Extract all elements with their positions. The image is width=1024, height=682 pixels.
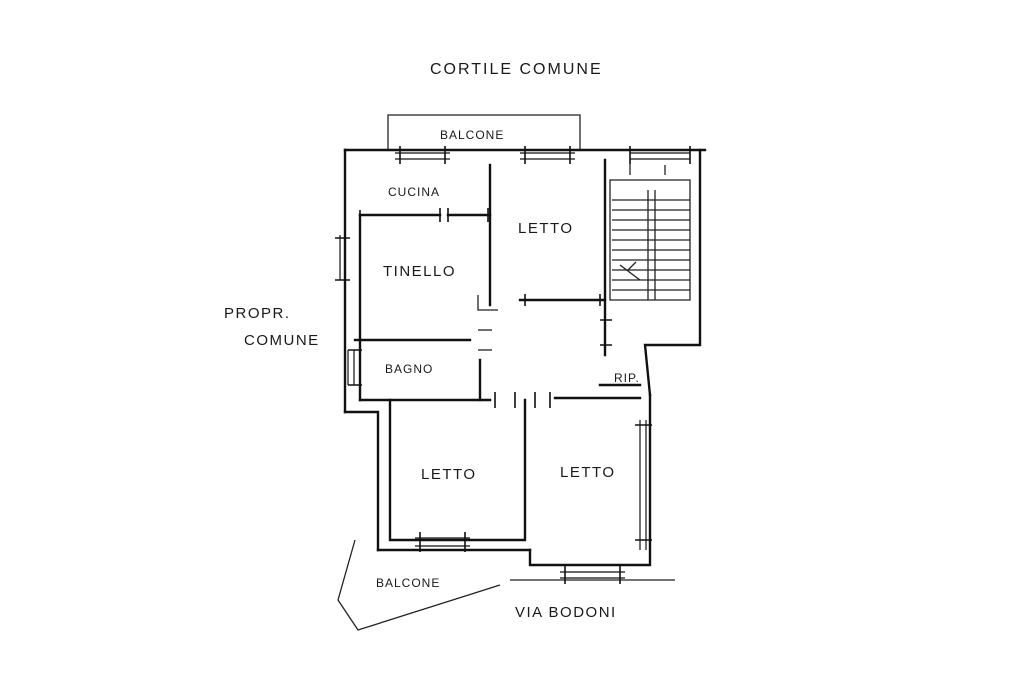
balcone-bottom-outline bbox=[337, 539, 501, 631]
label-bagno: BAGNO bbox=[385, 362, 433, 376]
label-tinello: TINELLO bbox=[383, 263, 456, 280]
label-rip: RIP. bbox=[614, 371, 640, 385]
label-letto-se: LETTO bbox=[560, 464, 616, 481]
label-comune: COMUNE bbox=[244, 332, 320, 349]
wall-ticks bbox=[335, 146, 691, 584]
label-balcone-bottom: BALCONE bbox=[376, 576, 440, 590]
label-letto-sw: LETTO bbox=[421, 466, 477, 483]
label-cucina: CUCINA bbox=[388, 185, 440, 199]
label-cortile-comune: CORTILE COMUNE bbox=[430, 61, 603, 78]
label-letto-north: LETTO bbox=[518, 220, 574, 237]
balcone-top bbox=[387, 114, 581, 150]
label-propr: PROPR. bbox=[224, 305, 291, 322]
windows bbox=[347, 152, 690, 579]
label-balcone-top: BALCONE bbox=[440, 128, 504, 142]
stairs bbox=[609, 160, 691, 301]
interior-walls bbox=[353, 158, 642, 542]
label-via-bodoni: VIA BODONI bbox=[515, 604, 617, 621]
